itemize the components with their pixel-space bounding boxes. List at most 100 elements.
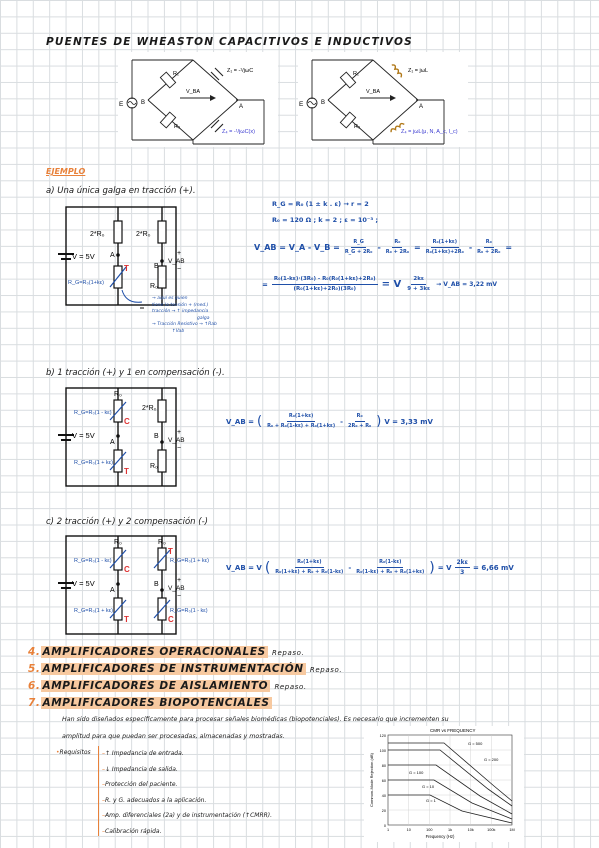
svg-text:0: 0	[384, 824, 386, 828]
section-7: 7.AMPLIFICADORES BIOPOTENCIALES	[28, 697, 272, 709]
requirements-list: –↑ Impedancia de entrada. –↓ Impedancia …	[102, 746, 272, 840]
list-item: –↓ Impedancia de salida.	[102, 765, 178, 773]
svg-text:R_G=R₀(1 - kε): R_G=R₀(1 - kε)	[74, 410, 112, 416]
svg-text:T: T	[124, 615, 129, 624]
svg-text:+: +	[177, 429, 181, 436]
svg-text:V = 5V: V = 5V	[72, 252, 95, 261]
requirements-label: •Requisitos	[56, 749, 91, 756]
svg-text:C: C	[124, 565, 130, 574]
svg-text:T: T	[124, 467, 129, 476]
svg-text:R_G=R₀(1+kε): R_G=R₀(1+kε)	[68, 280, 104, 286]
svg-text:E: E	[299, 101, 304, 108]
circuit-b: R₀ 2*R₀ R_G=R₀(1 - kε) R_G=R₀(1 + kε) V …	[58, 387, 185, 487]
svg-text:2*R₀: 2*R₀	[90, 231, 105, 238]
svg-text:G = 100: G = 100	[409, 770, 424, 775]
svg-text:Common-Mode Rejection (dB): Common-Mode Rejection (dB)	[369, 752, 374, 807]
svg-text:R₀: R₀	[114, 539, 122, 546]
inductive-bridge-diagram: E R₁ R₃ Z₁ = jωL Z₄ = jωL(μ, N, A_c, l_c…	[298, 52, 468, 147]
svg-text:A: A	[110, 252, 115, 259]
case-b-heading: b) 1 tracción (+) y 1 en compensación (-…	[46, 368, 225, 378]
svg-text:R₁: R₁	[353, 71, 359, 77]
svg-text:100k: 100k	[487, 828, 495, 832]
svg-text:R_G=R₀(1 - kε): R_G=R₀(1 - kε)	[170, 608, 208, 614]
svg-text:V = 5V: V = 5V	[72, 431, 95, 440]
svg-text:100: 100	[426, 828, 432, 832]
section-6: 6.AMPLIFICADORES DE AISLAMIENTO Repaso.	[28, 680, 307, 692]
eq-a-1: R_G = R₀ (1 ± k . ε) → r = 2	[272, 200, 369, 208]
svg-text:2*R₀: 2*R₀	[142, 405, 157, 412]
section-5: 5.AMPLIFICADORES DE INSTRUMENTACIÓN Repa…	[28, 663, 343, 675]
svg-text:R_G=R₀(1 - kε): R_G=R₀(1 - kε)	[74, 558, 112, 564]
svg-text:B: B	[154, 433, 159, 440]
svg-text:A: A	[110, 439, 115, 446]
cmrr-chart: CMR vs FREQUENCY G = 500 G = 200 G = 100…	[364, 726, 524, 842]
svg-text:A: A	[419, 104, 423, 110]
svg-text:R₀: R₀	[114, 391, 122, 398]
section-4: 4.AMPLIFICADORES OPERACIONALES Repaso.	[28, 646, 305, 658]
svg-text:R₃: R₃	[354, 124, 360, 130]
svg-text:Z₁ = jωL: Z₁ = jωL	[408, 68, 428, 74]
svg-text:V_BA: V_BA	[186, 89, 200, 95]
svg-text:A: A	[239, 104, 243, 110]
svg-text:V_AB: V_AB	[168, 258, 185, 265]
svg-text:V = 5V: V = 5V	[72, 579, 95, 588]
circuit-c: R₀ R₀ R_G=R₀(1 - kε) R_G=R₀(1 + kε) R_G=…	[58, 535, 209, 635]
capacitive-bridge-diagram: E R₁ R₃ Z₁ = -¹/jωC Z₄ = -¹/jωC(x) V_BA …	[118, 52, 278, 147]
svg-text:1M: 1M	[509, 828, 514, 832]
svg-text:1: 1	[387, 828, 389, 832]
paragraph-line-1: Han sido diseñados específicamente para …	[62, 716, 449, 723]
svg-text:R₀: R₀	[150, 463, 158, 470]
list-item: –R. y G. adecuados a la aplicación.	[102, 796, 207, 804]
eq-c: V_AB = V( R₀(1+kε)R₀(1+kε) + R₀ + R₀(1-k…	[226, 559, 514, 576]
paragraph-line-2: amplitud para que puedan ser procesadas,…	[62, 733, 285, 740]
svg-text:−: −	[177, 593, 181, 600]
svg-text:10: 10	[407, 828, 411, 832]
svg-text:1k: 1k	[448, 828, 452, 832]
svg-text:CMR vs FREQUENCY: CMR vs FREQUENCY	[430, 728, 476, 733]
svg-text:G = 500: G = 500	[468, 741, 483, 746]
eq-b: V_AB =( R₀(1+kε)R₀ + R₀(1-kε) + R₀(1+kε)…	[226, 413, 433, 429]
source-label: E	[119, 101, 124, 108]
svg-text:80: 80	[382, 764, 386, 768]
ejemplo-heading: EJEMPLO	[46, 167, 86, 176]
svg-text:100: 100	[380, 749, 386, 753]
svg-text:Z₁ = -¹/jωC: Z₁ = -¹/jωC	[227, 68, 253, 74]
svg-text:+: +	[177, 250, 181, 257]
svg-text:R₁: R₁	[173, 71, 179, 77]
circuit-a: 2*R₀ 2*R₀ V = 5V R_G=R₀(1+kε) R₀ A B T +…	[58, 206, 185, 309]
svg-text:120: 120	[380, 734, 386, 738]
svg-text:+: +	[177, 577, 181, 584]
list-item: –Amp. diferenciales (2a) y de instrument…	[102, 812, 273, 820]
list-item: –↑ Impedancia de entrada.	[102, 750, 184, 757]
svg-text:Z₄ = jωL(μ, N, A_c, l_c): Z₄ = jωL(μ, N, A_c, l_c)	[401, 129, 458, 135]
svg-text:V_BA: V_BA	[366, 89, 380, 95]
svg-text:R_G=R₀(1 + kε): R_G=R₀(1 + kε)	[74, 460, 113, 466]
svg-text:R₃: R₃	[174, 124, 180, 130]
svg-text:60: 60	[382, 779, 386, 783]
svg-text:−: −	[177, 266, 181, 273]
svg-text:−: −	[177, 445, 181, 452]
list-item: –Protección del paciente.	[102, 781, 178, 789]
case-a-heading: a) Una única galga en tracción (+).	[46, 186, 196, 196]
eq-a-4: = R₀(1-kε)·(3R₀) - R₀(R₀(1+kε)+2R₀)(R₀(1…	[262, 276, 498, 292]
svg-text:T: T	[168, 547, 173, 556]
svg-text:B: B	[154, 263, 159, 270]
svg-text:R_G=R₀(1 + kε): R_G=R₀(1 + kε)	[170, 558, 209, 564]
svg-text:G = 200: G = 200	[484, 757, 499, 762]
svg-text:B: B	[154, 581, 159, 588]
list-item: –Calibración rápida.	[102, 827, 162, 835]
svg-text:B: B	[321, 100, 325, 106]
svg-text:R_G=R₀(1 + kε): R_G=R₀(1 + kε)	[74, 608, 113, 614]
case-c-heading: c) 2 tracción (+) y 2 compensación (-)	[46, 517, 208, 527]
svg-text:20: 20	[382, 809, 386, 813]
svg-text:G = 1: G = 1	[426, 798, 437, 803]
svg-text:10k: 10k	[468, 828, 474, 832]
svg-text:C: C	[124, 417, 130, 426]
svg-text:2*R₀: 2*R₀	[136, 231, 151, 238]
svg-text:V_AB: V_AB	[168, 585, 185, 592]
svg-text:B: B	[141, 100, 145, 106]
svg-text:C: C	[168, 615, 174, 624]
svg-text:V_AB: V_AB	[168, 437, 185, 444]
page-title: PUENTES DE WHEASTON CAPACITIVOS E INDUCT…	[46, 36, 413, 48]
